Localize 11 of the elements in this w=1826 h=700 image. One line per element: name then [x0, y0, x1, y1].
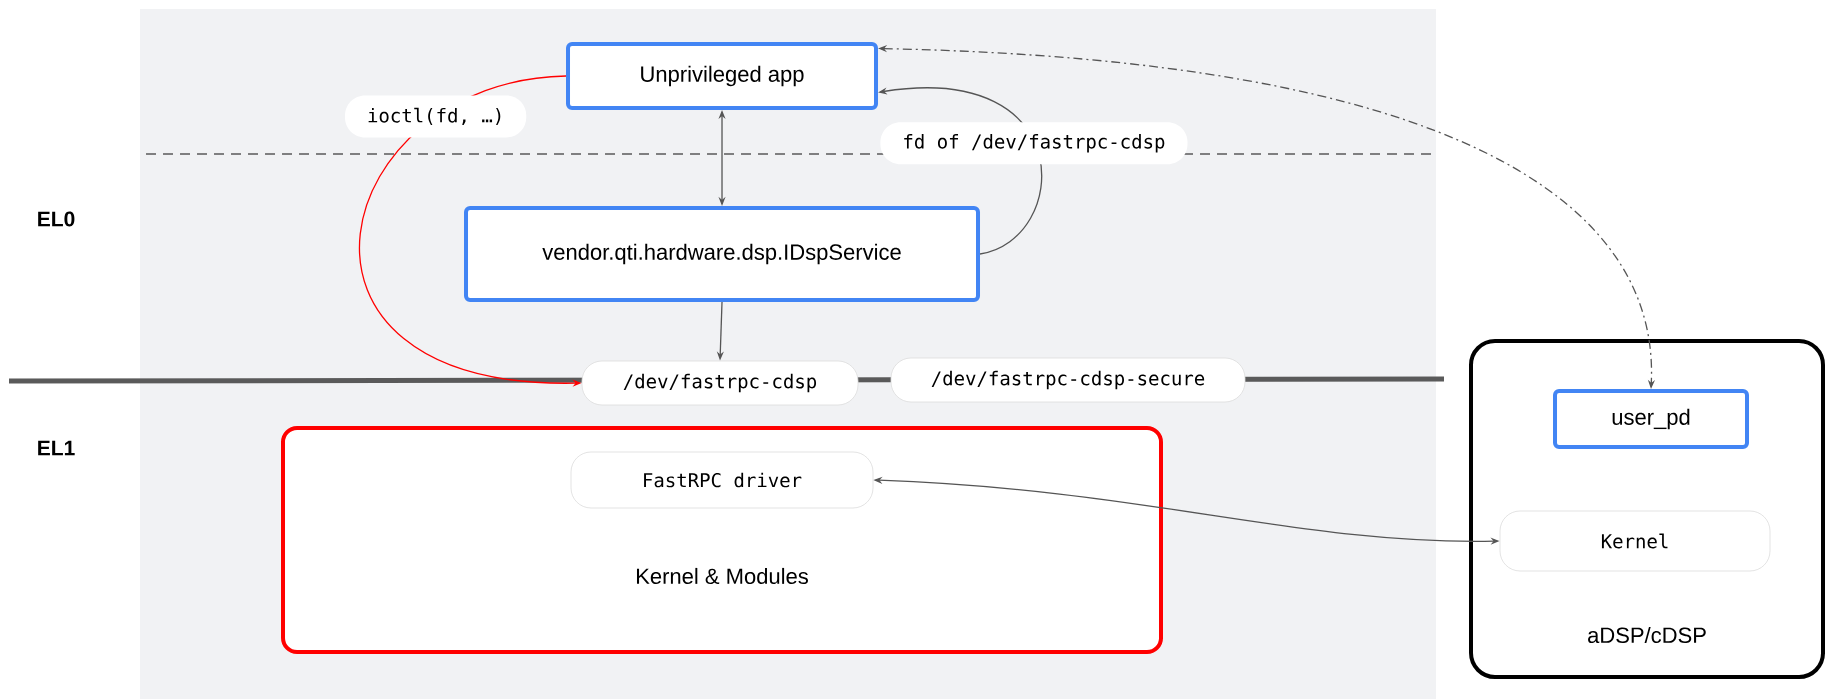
device-pill: /dev/fastrpc-cdsp — [581, 360, 859, 406]
process-box: Unprivileged app — [566, 42, 878, 110]
edge-label: fd of /dev/fastrpc-cdsp — [880, 122, 1188, 165]
device-pill: FastRPC driver — [570, 451, 874, 509]
level-label: EL0 — [38, 211, 75, 227]
level-label: EL1 — [38, 440, 75, 456]
edge-label: ioctl(fd, …) — [345, 95, 527, 138]
process-box: user_pd — [1553, 389, 1749, 449]
device-pill: /dev/fastrpc-cdsp-secure — [890, 357, 1246, 403]
process-box: vendor.qti.hardware.dsp.IDspService — [464, 206, 980, 302]
device-pill: Kernel — [1499, 510, 1771, 572]
